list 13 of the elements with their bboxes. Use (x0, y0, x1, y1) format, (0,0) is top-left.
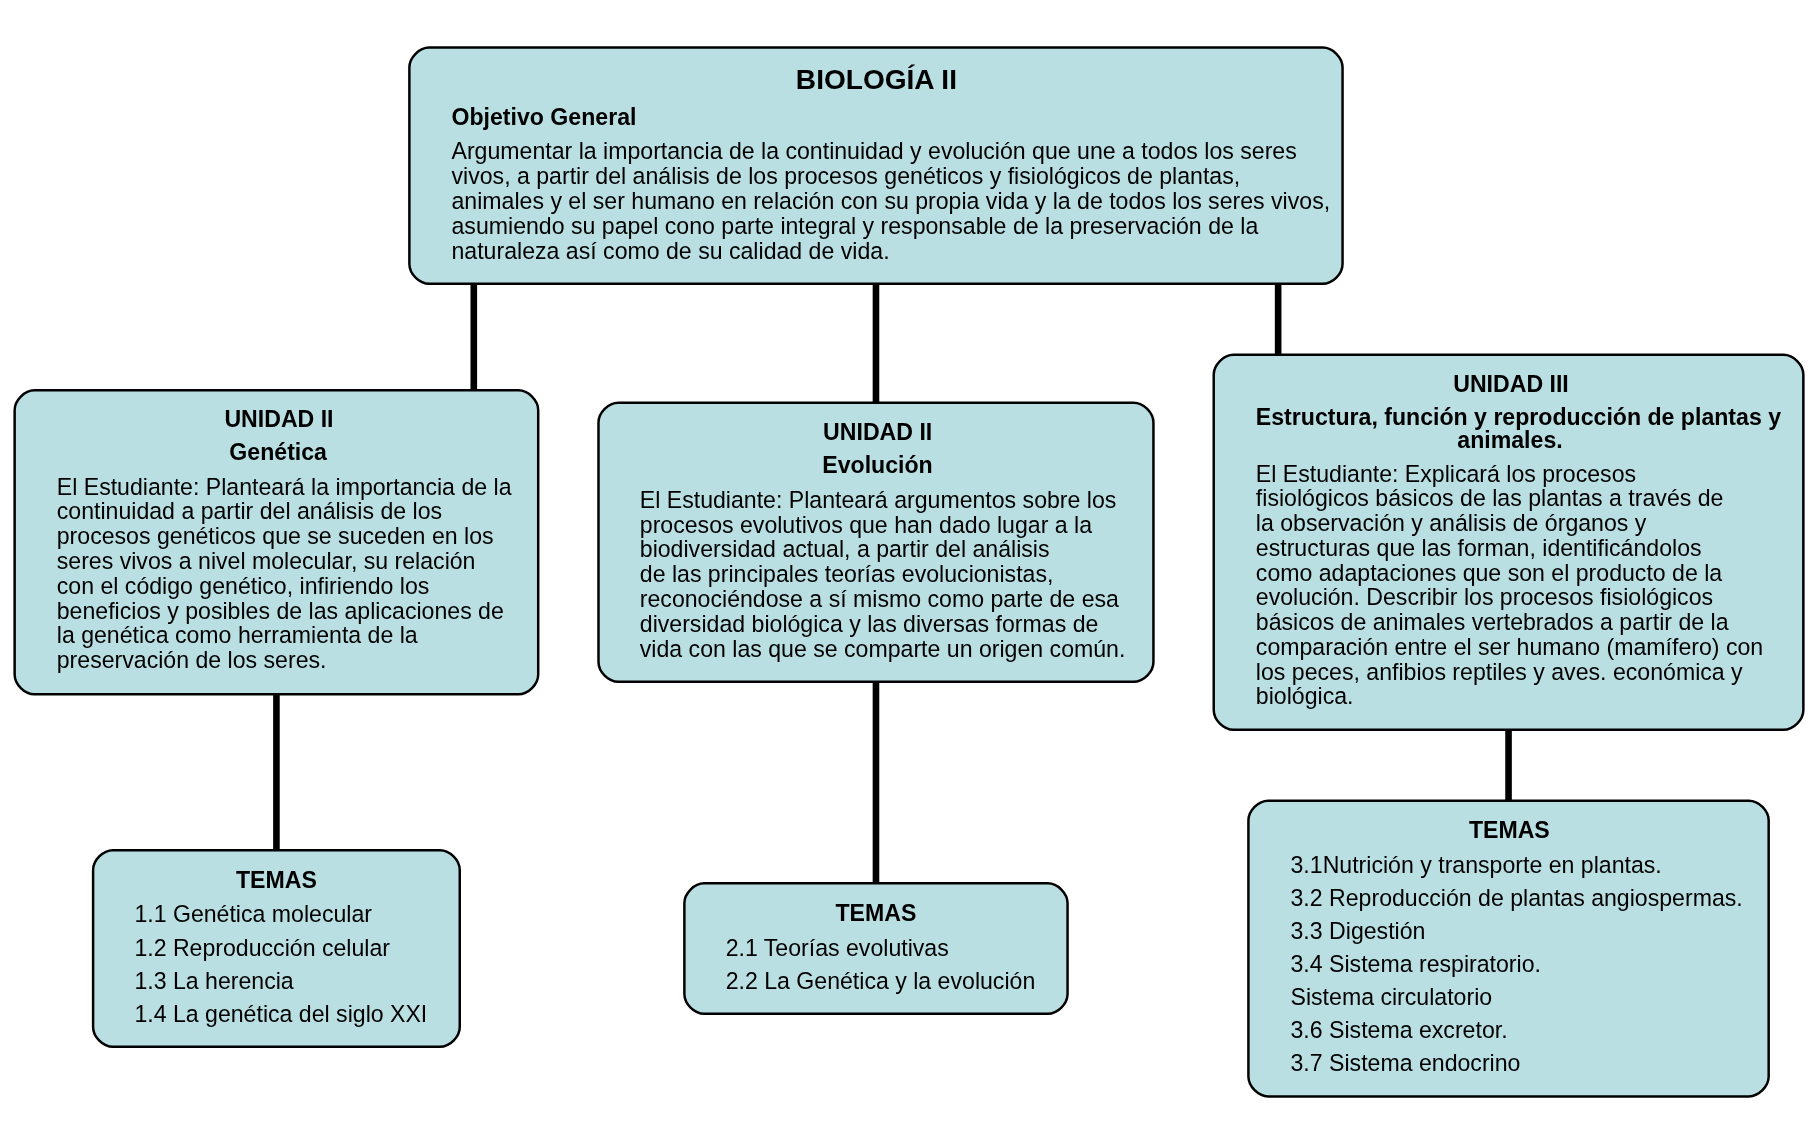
node-box: TEMAS 1.1 Genética molecular 1.2 Reproducción celular 1.3 La herencia 1.4 La genética del siglo XXI (91, 849, 461, 1049)
node-box: UNIDAD II Evolución El Estudiante: Planteará argumentos sobre los procesos evolutivos que han dado lugar a la biodiversidad actual, a partir del análisis de las principales teorías evolucionistas, reconociéndose a sí mismo como parte de esa diversidad biológica y las diversas formas de vida con las que se comparte un origen común. (597, 401, 1155, 684)
connector (1505, 729, 1512, 801)
node-box: TEMAS 2.1 Teorías evolutivas 2.2 La Genética y la evolución (683, 882, 1069, 1016)
node-box: UNIDAD III Estructura, función y reproducción de plantas y animales. El Estudiante: Explicará los procesos fisiológicos básicos de las plantas a través de la observación y análisis de órganos y estructuras que las forman, identificándolos como adaptaciones que son el producto de la evolución. Describir los procesos fisiológicos básicos de animales vertebrados a partir de la comparación entre el ser humano (mamífero) con los peces, anfibios reptiles y aves. económica y biológica. (1212, 353, 1805, 731)
node-box: BIOLOGÍA II Objetivo General Argumentar la importancia de la continuidad y evolución que une a todos los seres vivos, a partir del análisis de los procesos genéticos y fisiológicos de plantas, animales y el ser humano en relación con su propia vida y la de todos los seres vivos, asumiendo su papel cono parte integral y responsable de la preservación de la naturaleza así como de su calidad de vida. (408, 46, 1344, 286)
connector (1274, 283, 1282, 355)
connector (872, 682, 880, 884)
connector (872, 283, 880, 403)
node-box: TEMAS 3.1Nutrición y transporte en plantas. 3.2 Reproducción de plantas angiospermas. 3.3 Digestión 3.4 Sistema respiratorio. Sistema circulatorio 3.6 Sistema excretor. 3.7 Sistema endocrino (1247, 799, 1770, 1098)
connector (470, 283, 478, 390)
connector (273, 694, 280, 851)
node-box: UNIDAD II Genética El Estudiante: Planteará la importancia de la continuidad a partir del análisis de los procesos genéticos que se suceden en los seres vivos a nivel molecular, su relación con el código genético, infiriendo los beneficios y posibles de las aplicaciones de la genética como herramienta de la preservación de los seres. (13, 389, 540, 696)
